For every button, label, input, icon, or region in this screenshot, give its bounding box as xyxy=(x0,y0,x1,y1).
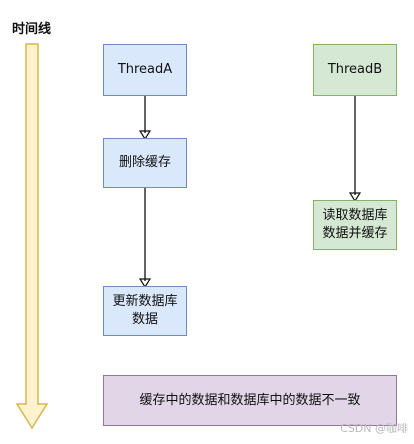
arrowhead-3 xyxy=(348,192,362,203)
thread-a-box: ThreadA xyxy=(103,44,187,96)
arrowhead-2 xyxy=(138,278,152,289)
watermark: CSDN @咖啡 xyxy=(340,422,408,435)
inconsistency-box: 缓存中的数据和数据库中的数据不一致 xyxy=(103,375,397,426)
read-db-box: 读取数据库 数据并缓存 xyxy=(313,200,397,250)
update-db-box: 更新数据库 数据 xyxy=(103,286,187,336)
timeline-arrow xyxy=(15,43,49,430)
arrowhead-1 xyxy=(138,130,152,141)
delete-cache-box: 删除缓存 xyxy=(103,138,187,188)
timeline-label: 时间线 xyxy=(12,22,52,37)
thread-b-box: ThreadB xyxy=(313,44,397,96)
